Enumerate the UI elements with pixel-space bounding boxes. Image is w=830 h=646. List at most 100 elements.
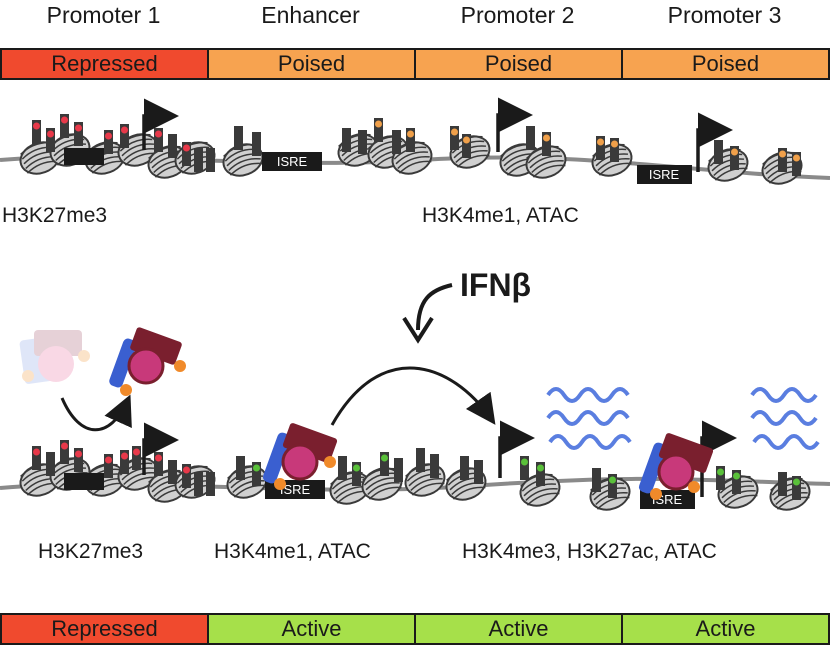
nucleosome (226, 465, 268, 499)
svg-text:ISRE: ISRE (277, 154, 308, 169)
tss-arrow-top-p1 (142, 98, 179, 150)
histone-tail-mark (406, 128, 415, 152)
top-state-bar: Repressed Poised Poised Poised (0, 48, 830, 80)
histone-tail-mark (60, 440, 69, 464)
histone-tail-mark (474, 460, 483, 484)
histone-tail-mark (778, 472, 787, 496)
histone-tail-mark (74, 122, 83, 146)
state-promoter-1-bottom: Repressed (2, 615, 209, 643)
rna-transcripts-p3 (750, 387, 820, 450)
histone-tail-mark (716, 466, 725, 490)
stimulus-arrow (416, 283, 453, 331)
histone-tail-mark (610, 138, 619, 162)
histone-tail-mark (32, 120, 41, 144)
active-tf-complex-free (109, 327, 186, 396)
bottom-state-bar: Repressed Active Active Active (0, 613, 830, 645)
histone-tail-mark (46, 452, 55, 476)
histone-tail-mark (374, 118, 383, 142)
histone-tail-mark (236, 456, 245, 480)
histone-tail-mark (32, 446, 41, 470)
histone-tail-mark (608, 474, 617, 498)
histone-tail-mark (154, 128, 163, 152)
histone-tail-mark (542, 132, 551, 156)
bottom-mark-right: H3K4me3, H3K27ac, ATAC (462, 540, 717, 563)
svg-text:ISRE: ISRE (280, 482, 311, 497)
active-tf-complex-promoter-3 (638, 433, 714, 500)
histone-tail-mark (520, 456, 529, 480)
histone-tail-mark (168, 460, 177, 484)
histone-tail-mark (194, 148, 203, 172)
nucleosome (769, 477, 811, 511)
histone-tail-mark (154, 452, 163, 476)
histone-tail-mark (380, 452, 389, 476)
histone-tail-mark (352, 462, 361, 486)
histone-tail-mark (732, 470, 741, 494)
state-promoter-1-top: Repressed (2, 50, 209, 78)
tss-arrow-bottom-p2 (498, 420, 535, 478)
tss-arrow-bottom-p3 (700, 420, 737, 497)
region-label-promoter-1: Promoter 1 (46, 2, 161, 28)
inactive-tf-complex (19, 330, 90, 384)
nucleosome (707, 148, 749, 182)
histone-tail-mark (338, 456, 347, 480)
histone-tail-mark (206, 148, 215, 172)
histone-tail-mark (450, 126, 459, 150)
histone-tail-mark (462, 134, 471, 158)
enhancer-promoter-arc (330, 366, 496, 426)
state-promoter-2-bottom: Active (416, 615, 623, 643)
histone-tail-mark (792, 152, 801, 176)
histone-tail-mark (394, 458, 403, 482)
histone-tail-mark (120, 450, 129, 474)
histone-tail-mark (730, 146, 739, 170)
histone-tail-mark (358, 130, 367, 154)
histone-tail-mark (430, 454, 439, 478)
state-enhancer-top: Poised (209, 50, 416, 78)
histone-tail-mark (342, 128, 351, 152)
stimulus-label: IFNβ (460, 267, 531, 303)
histone-tail-mark (252, 462, 261, 486)
isre-box-hidden-top-p1 (64, 148, 104, 165)
histone-tail-mark (792, 476, 801, 500)
isre-box-hidden-bottom-p1 (64, 473, 104, 490)
histone-tail-mark (536, 462, 545, 486)
svg-text:ISRE: ISRE (649, 167, 680, 182)
histone-tail-mark (416, 448, 425, 472)
histone-tail-mark (74, 448, 83, 472)
isre-box-top-promoter-3: ISRE (637, 165, 692, 184)
bottom-mark-left: H3K27me3 (38, 540, 144, 563)
state-enhancer-bottom: Active (209, 615, 416, 643)
histone-tail-mark (252, 132, 261, 156)
nucleosome (361, 467, 403, 501)
active-tf-complex-enhancer (262, 423, 338, 490)
top-mark-left: H3K27me3 (2, 204, 108, 227)
histone-tail-mark (592, 468, 601, 492)
histone-tail-mark (104, 130, 113, 154)
histone-tail-mark (526, 126, 535, 150)
tss-arrow-top-p2 (496, 97, 533, 152)
region-label-enhancer: Enhancer (261, 2, 360, 28)
tss-arrow-top-p3 (696, 112, 733, 172)
histone-tail-mark (206, 472, 215, 496)
state-promoter-3-bottom: Active (623, 615, 828, 643)
region-label-promoter-2: Promoter 2 (460, 2, 575, 28)
histone-tail-mark (168, 134, 177, 158)
histone-tail-mark (182, 142, 191, 166)
histone-tail-mark (120, 124, 129, 148)
histone-tail-mark (182, 464, 191, 488)
histone-tail-mark (460, 456, 469, 480)
histone-tail-mark (596, 136, 605, 160)
state-promoter-2-top: Poised (416, 50, 623, 78)
bottom-mark-middle: H3K4me1, ATAC (214, 540, 371, 563)
histone-tail-mark (104, 454, 113, 478)
state-promoter-3-top: Poised (623, 50, 828, 78)
histone-tail-mark (778, 148, 787, 172)
tf-activation-arrow (60, 394, 132, 432)
nucleosome (519, 473, 561, 507)
region-label-promoter-3: Promoter 3 (667, 2, 782, 28)
histone-tail-mark (392, 130, 401, 154)
isre-box-top-enhancer: ISRE (262, 152, 322, 171)
histone-tail-mark (60, 114, 69, 138)
histone-tail-mark (194, 472, 203, 496)
top-mark-right: H3K4me1, ATAC (422, 204, 579, 227)
histone-tail-mark (46, 128, 55, 152)
